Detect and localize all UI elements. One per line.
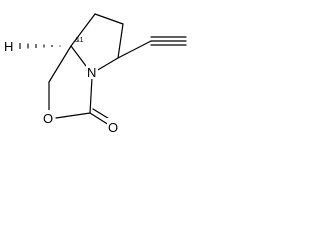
ring-oxygen-label-bg bbox=[42, 110, 55, 125]
bond-n-c7a bbox=[70, 45, 87, 67]
bond-c7a-c1 bbox=[48, 45, 72, 83]
nitrogen-label-bg bbox=[86, 64, 98, 79]
stereo-descriptor: &1 bbox=[75, 37, 84, 44]
bond-c6-c5 bbox=[117, 23, 124, 59]
structure-canvas: N O O H &1 bbox=[4, 13, 187, 135]
hashed-wedge-bond bbox=[19, 43, 61, 49]
chemical-structure-diagram: N O O H &1 bbox=[0, 0, 191, 141]
carbonyl-oxygen-label-bg bbox=[107, 118, 120, 133]
bond-c3-n bbox=[89, 77, 93, 114]
carbonyl-oxygen-label: O bbox=[108, 120, 118, 135]
bond-c7a-c7 bbox=[70, 13, 96, 47]
bond-c5-n bbox=[95, 57, 119, 72]
ring-oxygen-label: O bbox=[43, 111, 53, 126]
bond-c3-carbonyl-o bbox=[89, 112, 110, 126]
bond-c7-c6 bbox=[94, 13, 124, 25]
nitrogen-label: N bbox=[87, 65, 96, 80]
bond-o-c3 bbox=[55, 112, 91, 119]
hydrogen-label: H bbox=[4, 39, 13, 54]
bond-c5-alkyne bbox=[117, 40, 152, 59]
